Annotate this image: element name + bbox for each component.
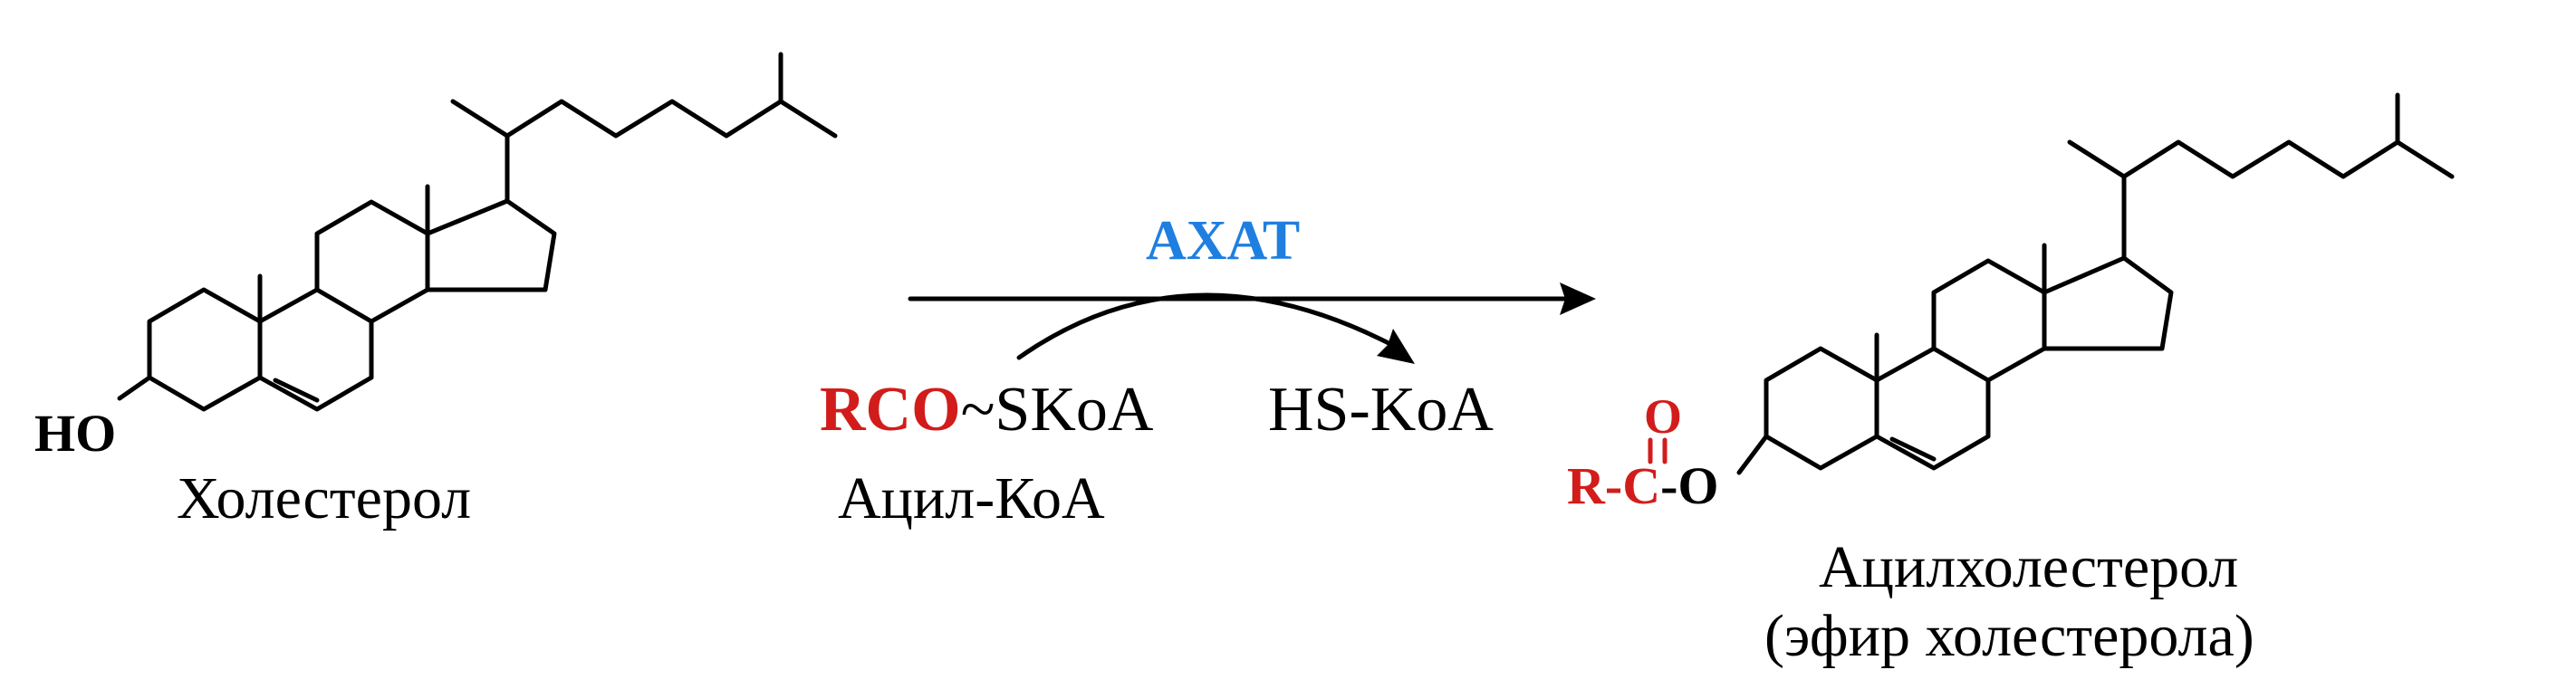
product-name: Ацилхолестерол	[1819, 534, 2238, 600]
acylcholesterol-structure: O R-C-O Ацилхолестерол (эфир холестерола…	[1567, 92, 2455, 669]
carbonyl-oxygen: O	[1644, 389, 1682, 444]
acyl-coa-name: Ацил-КоА	[838, 465, 1105, 531]
product-side-chain	[2067, 92, 2455, 261]
product-double-bond	[1889, 436, 1937, 462]
acyl-coa-formula: RCO~SKoA	[820, 375, 1154, 445]
ring-d	[425, 198, 557, 292]
side-chain	[450, 52, 838, 204]
ring-c	[314, 199, 430, 324]
reactant-name: Холестерол	[177, 465, 471, 531]
product-subname: (эфир холестерола)	[1764, 603, 2254, 669]
product-ring-d	[2042, 255, 2174, 351]
released-coa: HS-KoA	[1268, 375, 1494, 445]
ring-b	[257, 287, 374, 412]
main-arrow-head	[1560, 282, 1596, 315]
product-ring-c	[1931, 258, 2047, 383]
curved-arrow-head	[1377, 329, 1415, 364]
acyl-group-label: RCO	[820, 375, 961, 445]
curved-arrow	[1016, 292, 1393, 360]
hydroxyl-bond	[117, 375, 152, 401]
ester-group-label: R-C-O	[1567, 456, 1719, 515]
ester-bond	[1736, 434, 1769, 475]
ring-a	[147, 287, 263, 412]
double-bond	[273, 378, 320, 403]
hydroxyl-label: HO	[34, 404, 116, 463]
product-ring-a	[1764, 346, 1879, 471]
ester-oxygen-label: -O	[1660, 456, 1718, 515]
cholesterol-structure: HO Холестерол	[34, 52, 838, 531]
product-ring-b	[1874, 346, 1991, 471]
acyl-r-c-label: R-C	[1567, 456, 1660, 515]
reaction-arrow-group: АХАТ RCO~SKoA Ацил-КоА HS-KoA	[820, 210, 1596, 531]
enzyme-label: АХАТ	[1146, 210, 1300, 272]
coa-thioester-label: ~SKoA	[961, 375, 1154, 445]
